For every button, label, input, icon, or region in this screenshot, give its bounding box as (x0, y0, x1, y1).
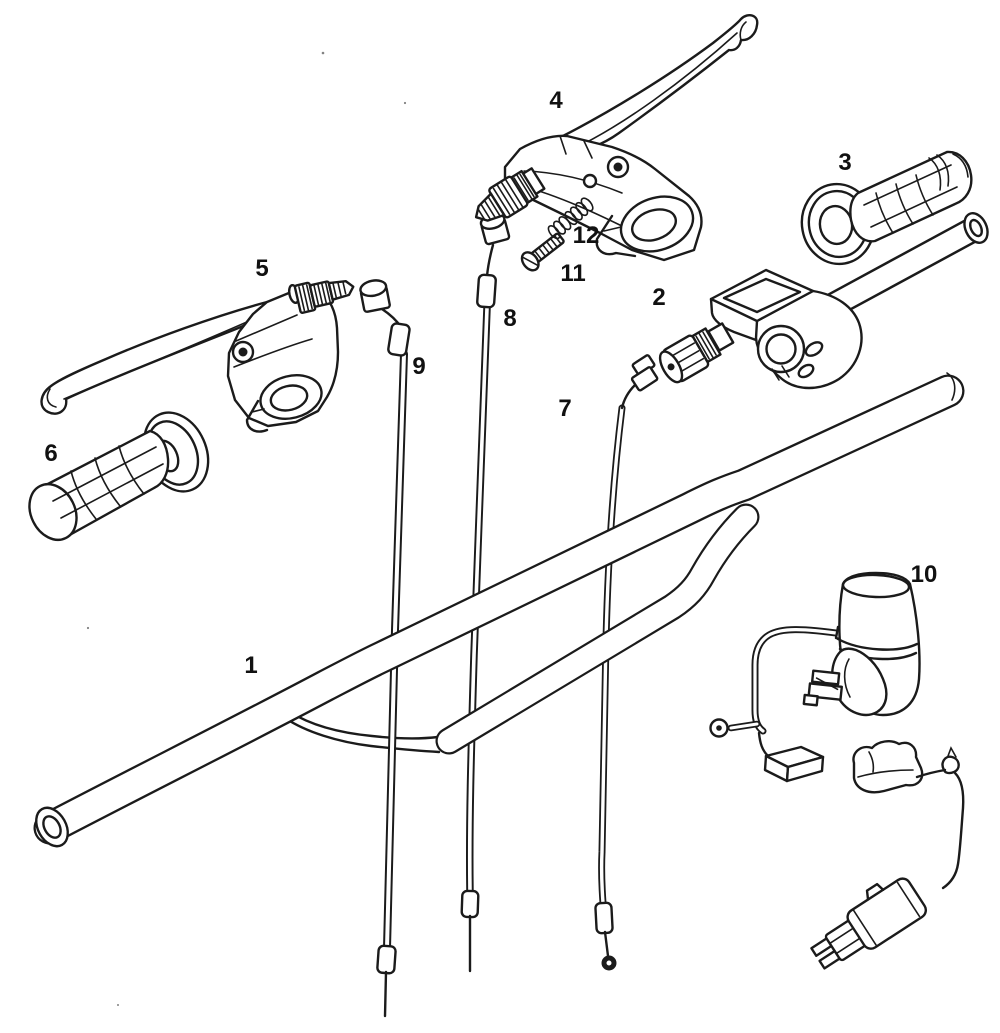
cable9-ferrule (387, 322, 411, 357)
part-7-throttle-cable (594, 354, 659, 971)
part-1-handlebar (33, 372, 965, 848)
throttle-clamp-bore (756, 324, 806, 374)
throttle-cable-adjuster (658, 322, 735, 384)
cable7-eyelet (601, 955, 617, 971)
part-12-spring (547, 197, 594, 240)
callout-11: 11 (560, 260, 585, 287)
crossbar-strap-lines (283, 710, 441, 754)
switch-connector (810, 877, 928, 970)
cable8-lower-ferrule (460, 889, 480, 919)
part-6-grip-left (28, 411, 210, 541)
callout-12: 12 (573, 222, 600, 249)
switch-clamp-bracket (802, 669, 844, 707)
switch-box (763, 745, 825, 783)
cable9-lower-ferrule (376, 944, 397, 975)
callout-3: 3 (838, 149, 851, 176)
cable8-ferrule (476, 273, 497, 309)
lever5-cable-adjuster (293, 280, 355, 314)
switch-boot (852, 740, 924, 794)
callout-2: 2 (652, 284, 665, 311)
callout-10: 10 (911, 561, 938, 588)
callout-7: 7 (558, 395, 571, 422)
cable7-end-fitting (630, 354, 659, 392)
part-3-grip-right (800, 150, 973, 266)
callout-4: 4 (549, 87, 563, 114)
scan-speckles (86, 51, 407, 1006)
callout-6: 6 (44, 440, 57, 467)
part-4-brake-lever-front (474, 13, 759, 262)
callout-9: 9 (412, 353, 425, 380)
part-10-switch-assembly (709, 571, 965, 970)
part-11-screw (520, 232, 565, 272)
throttle-housing-top (709, 268, 815, 323)
callout-8: 8 (503, 305, 516, 332)
cable7-lower-ferrule (594, 901, 614, 935)
part-9-cable (359, 279, 411, 1018)
cable8-end-cap (479, 212, 511, 246)
part-8-cable (460, 212, 511, 973)
lever4-hole (582, 173, 598, 189)
callout-labels: 1 2 3 4 5 6 7 8 9 10 11 12 (44, 87, 937, 679)
part-5-brake-lever-left (40, 280, 355, 433)
callout-5: 5 (255, 255, 268, 282)
callout-1: 1 (244, 652, 257, 679)
cable9-end-cap (359, 279, 391, 313)
part-2-throttle-assembly (658, 212, 989, 390)
grip6-end-cap (28, 483, 78, 541)
lever4-cable-adjuster (474, 167, 546, 222)
